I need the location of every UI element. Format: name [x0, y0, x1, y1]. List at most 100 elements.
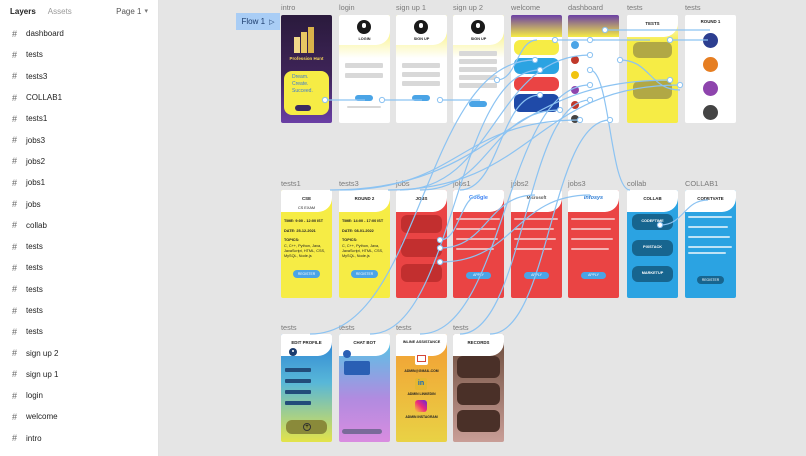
phone-field[interactable]	[402, 72, 440, 77]
register-button[interactable]: REGISTER	[697, 276, 724, 284]
connection-wire[interactable]	[419, 109, 561, 191]
profile-field[interactable]	[285, 379, 311, 383]
connection-wire[interactable]	[619, 59, 681, 91]
layer-item[interactable]: #jobs	[0, 193, 158, 214]
linkedin-icon[interactable]: in	[415, 378, 427, 390]
connection-hotspot[interactable]	[556, 106, 564, 114]
frame-label-tests[interactable]: tests	[339, 323, 355, 332]
frame-dashboard[interactable]	[568, 15, 619, 123]
connection-hotspot[interactable]	[536, 66, 544, 74]
signup-link[interactable]	[347, 106, 381, 108]
frame-label-dashboard[interactable]: dashboard	[568, 3, 603, 12]
frame-signup2[interactable]: SIGN UP	[453, 15, 504, 123]
upload-resume-card[interactable]: +	[286, 420, 327, 434]
frame-collab[interactable]: COLLAB CODEFTIME PIXSTACK MARKETUP	[627, 190, 678, 298]
connection-hotspot[interactable]	[321, 96, 329, 104]
google-job-card[interactable]	[401, 215, 442, 233]
register-button[interactable]: REGISTER	[293, 270, 320, 278]
record-card[interactable]	[457, 383, 500, 405]
cse-icon[interactable]	[703, 33, 718, 48]
connection-wire[interactable]	[439, 194, 481, 241]
frame-label-collab1[interactable]: COLLAB1	[685, 179, 719, 188]
connection-wire[interactable]	[496, 39, 538, 81]
form-field[interactable]	[459, 83, 497, 88]
layer-item[interactable]: #jobs2	[0, 151, 158, 172]
connection-wire[interactable]	[659, 199, 709, 226]
connection-wire[interactable]	[459, 94, 541, 191]
frame-label-tests[interactable]: tests	[281, 323, 297, 332]
tab-layers[interactable]: Layers	[10, 6, 36, 16]
connection-hotspot[interactable]	[536, 91, 544, 99]
frame-label-login[interactable]: login	[339, 3, 355, 12]
connection-wire[interactable]	[439, 194, 591, 263]
admin-instagram-label[interactable]: ADMIN INSTAGRAM	[405, 415, 438, 419]
frame-round1[interactable]: ROUND 1	[685, 15, 736, 123]
connection-hotspot[interactable]	[436, 96, 444, 104]
password-field[interactable]	[345, 73, 383, 78]
profile-field[interactable]	[285, 401, 311, 405]
frame-welcome[interactable]	[511, 15, 562, 123]
frame-edit-profile[interactable]: EDIT PROFILE +	[281, 334, 332, 442]
profile-avatar-icon[interactable]	[289, 348, 297, 356]
admin-linkedin-label[interactable]: ADMIN LINKEDIN	[407, 392, 436, 396]
mech-icon[interactable]	[703, 57, 718, 72]
frame-label-signup1[interactable]: sign up 1	[396, 3, 426, 12]
connection-wire[interactable]	[459, 99, 591, 335]
connection-wire[interactable]	[309, 59, 536, 335]
record-card[interactable]	[457, 356, 500, 378]
frame-label-tests[interactable]: tests	[627, 3, 643, 12]
register-button[interactable]: REGISTER	[351, 270, 378, 278]
frame-chat-bot[interactable]: CHAT BOT	[339, 334, 390, 442]
connection-wire[interactable]	[439, 194, 536, 249]
layer-item[interactable]: #welcome	[0, 406, 158, 427]
connection-wire[interactable]	[369, 69, 541, 335]
frame-label-tests[interactable]: tests	[685, 3, 701, 12]
frame-label-signup2[interactable]: sign up 2	[453, 3, 483, 12]
apply-button[interactable]: APPLY	[466, 272, 491, 279]
connection-hotspot[interactable]	[551, 36, 559, 44]
frame-label-collab[interactable]: collab	[627, 179, 647, 188]
password-field[interactable]	[402, 81, 440, 86]
layer-item[interactable]: #COLLAB1	[0, 87, 158, 108]
welcome-card[interactable]	[514, 40, 559, 55]
profile-field[interactable]	[285, 368, 311, 372]
microsoft-job-card[interactable]	[401, 239, 442, 257]
connection-wire[interactable]	[339, 119, 581, 191]
connection-hotspot[interactable]	[676, 81, 684, 89]
layer-item[interactable]: #sign up 1	[0, 364, 158, 385]
frame-jobs[interactable]: JOBS	[396, 190, 447, 298]
welcome-card[interactable]	[514, 77, 559, 91]
layer-item[interactable]: #tests	[0, 300, 158, 321]
connection-hotspot[interactable]	[436, 258, 444, 266]
layer-item[interactable]: #tests	[0, 321, 158, 342]
chat-input[interactable]	[342, 429, 382, 434]
frame-signup1[interactable]: SIGN UP	[396, 15, 447, 123]
round-one-button[interactable]	[633, 42, 672, 58]
connection-hotspot[interactable]	[531, 56, 539, 64]
form-field[interactable]	[459, 59, 497, 64]
frame-online-assistance[interactable]: INLINE ASSISTANCE ADMIN@GMAIL.COM in ADM…	[396, 334, 447, 442]
connection-hotspot[interactable]	[586, 51, 594, 59]
layer-item[interactable]: #tests	[0, 257, 158, 278]
form-field[interactable]	[459, 67, 497, 72]
layer-item[interactable]: #tests	[0, 279, 158, 300]
profile-field[interactable]	[285, 390, 311, 394]
frame-label-jobs[interactable]: jobs	[396, 179, 410, 188]
profile-icon[interactable]	[571, 115, 579, 123]
collab-icon[interactable]	[571, 71, 579, 79]
instagram-icon[interactable]	[415, 400, 427, 412]
jobs-icon[interactable]	[571, 56, 579, 64]
frame-label-jobs1[interactable]: jobs1	[453, 179, 471, 188]
connection-hotspot[interactable]	[493, 76, 501, 84]
collab-item-marketup[interactable]: MARKETUP	[632, 266, 673, 282]
tab-assets[interactable]: Assets	[47, 6, 72, 16]
layer-item[interactable]: #tests	[0, 44, 158, 65]
frame-label-tests3[interactable]: tests3	[339, 179, 359, 188]
signup-button[interactable]	[469, 101, 487, 107]
connection-hotspot[interactable]	[586, 66, 594, 74]
connection-hotspot[interactable]	[616, 56, 624, 64]
form-field[interactable]	[459, 51, 497, 56]
connection-hotspot[interactable]	[656, 221, 664, 229]
layer-item[interactable]: #tests	[0, 236, 158, 257]
email-field[interactable]	[402, 63, 440, 68]
